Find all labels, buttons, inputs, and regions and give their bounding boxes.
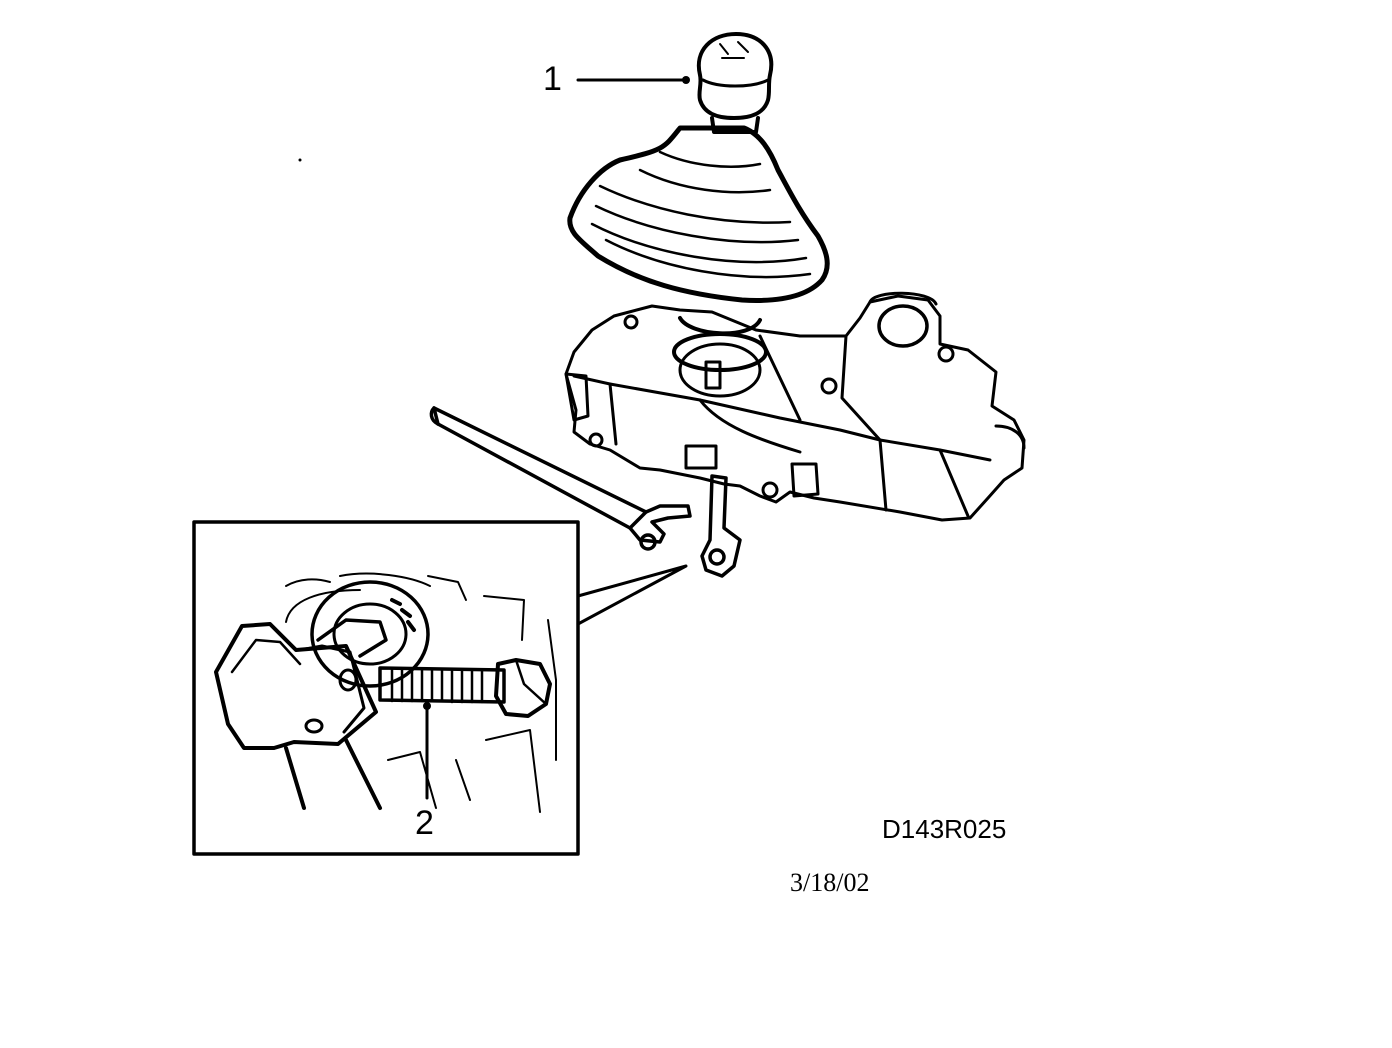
callout-number-2: 2: [415, 804, 434, 842]
shaft-collar: [310, 580, 430, 688]
callout-2-leader: [423, 702, 431, 800]
stray-dot: [298, 158, 302, 162]
link-arm: [700, 474, 742, 578]
drawing-id: D143R025: [882, 814, 1007, 844]
shifter-housing: [564, 291, 1026, 522]
callout-number-1: 1: [543, 60, 562, 98]
inset-pointer: [576, 564, 688, 626]
clamp-bolt: [378, 658, 552, 718]
drawing-date: 3/18/02: [790, 868, 870, 897]
inset-detail: [214, 572, 557, 813]
inset-frame: [192, 520, 580, 856]
gear-boot: [567, 125, 830, 303]
selector-rod: [429, 406, 692, 551]
lever-bracket: [214, 622, 378, 750]
gear-knob: [696, 32, 774, 134]
callout-1-leader: [576, 76, 690, 84]
